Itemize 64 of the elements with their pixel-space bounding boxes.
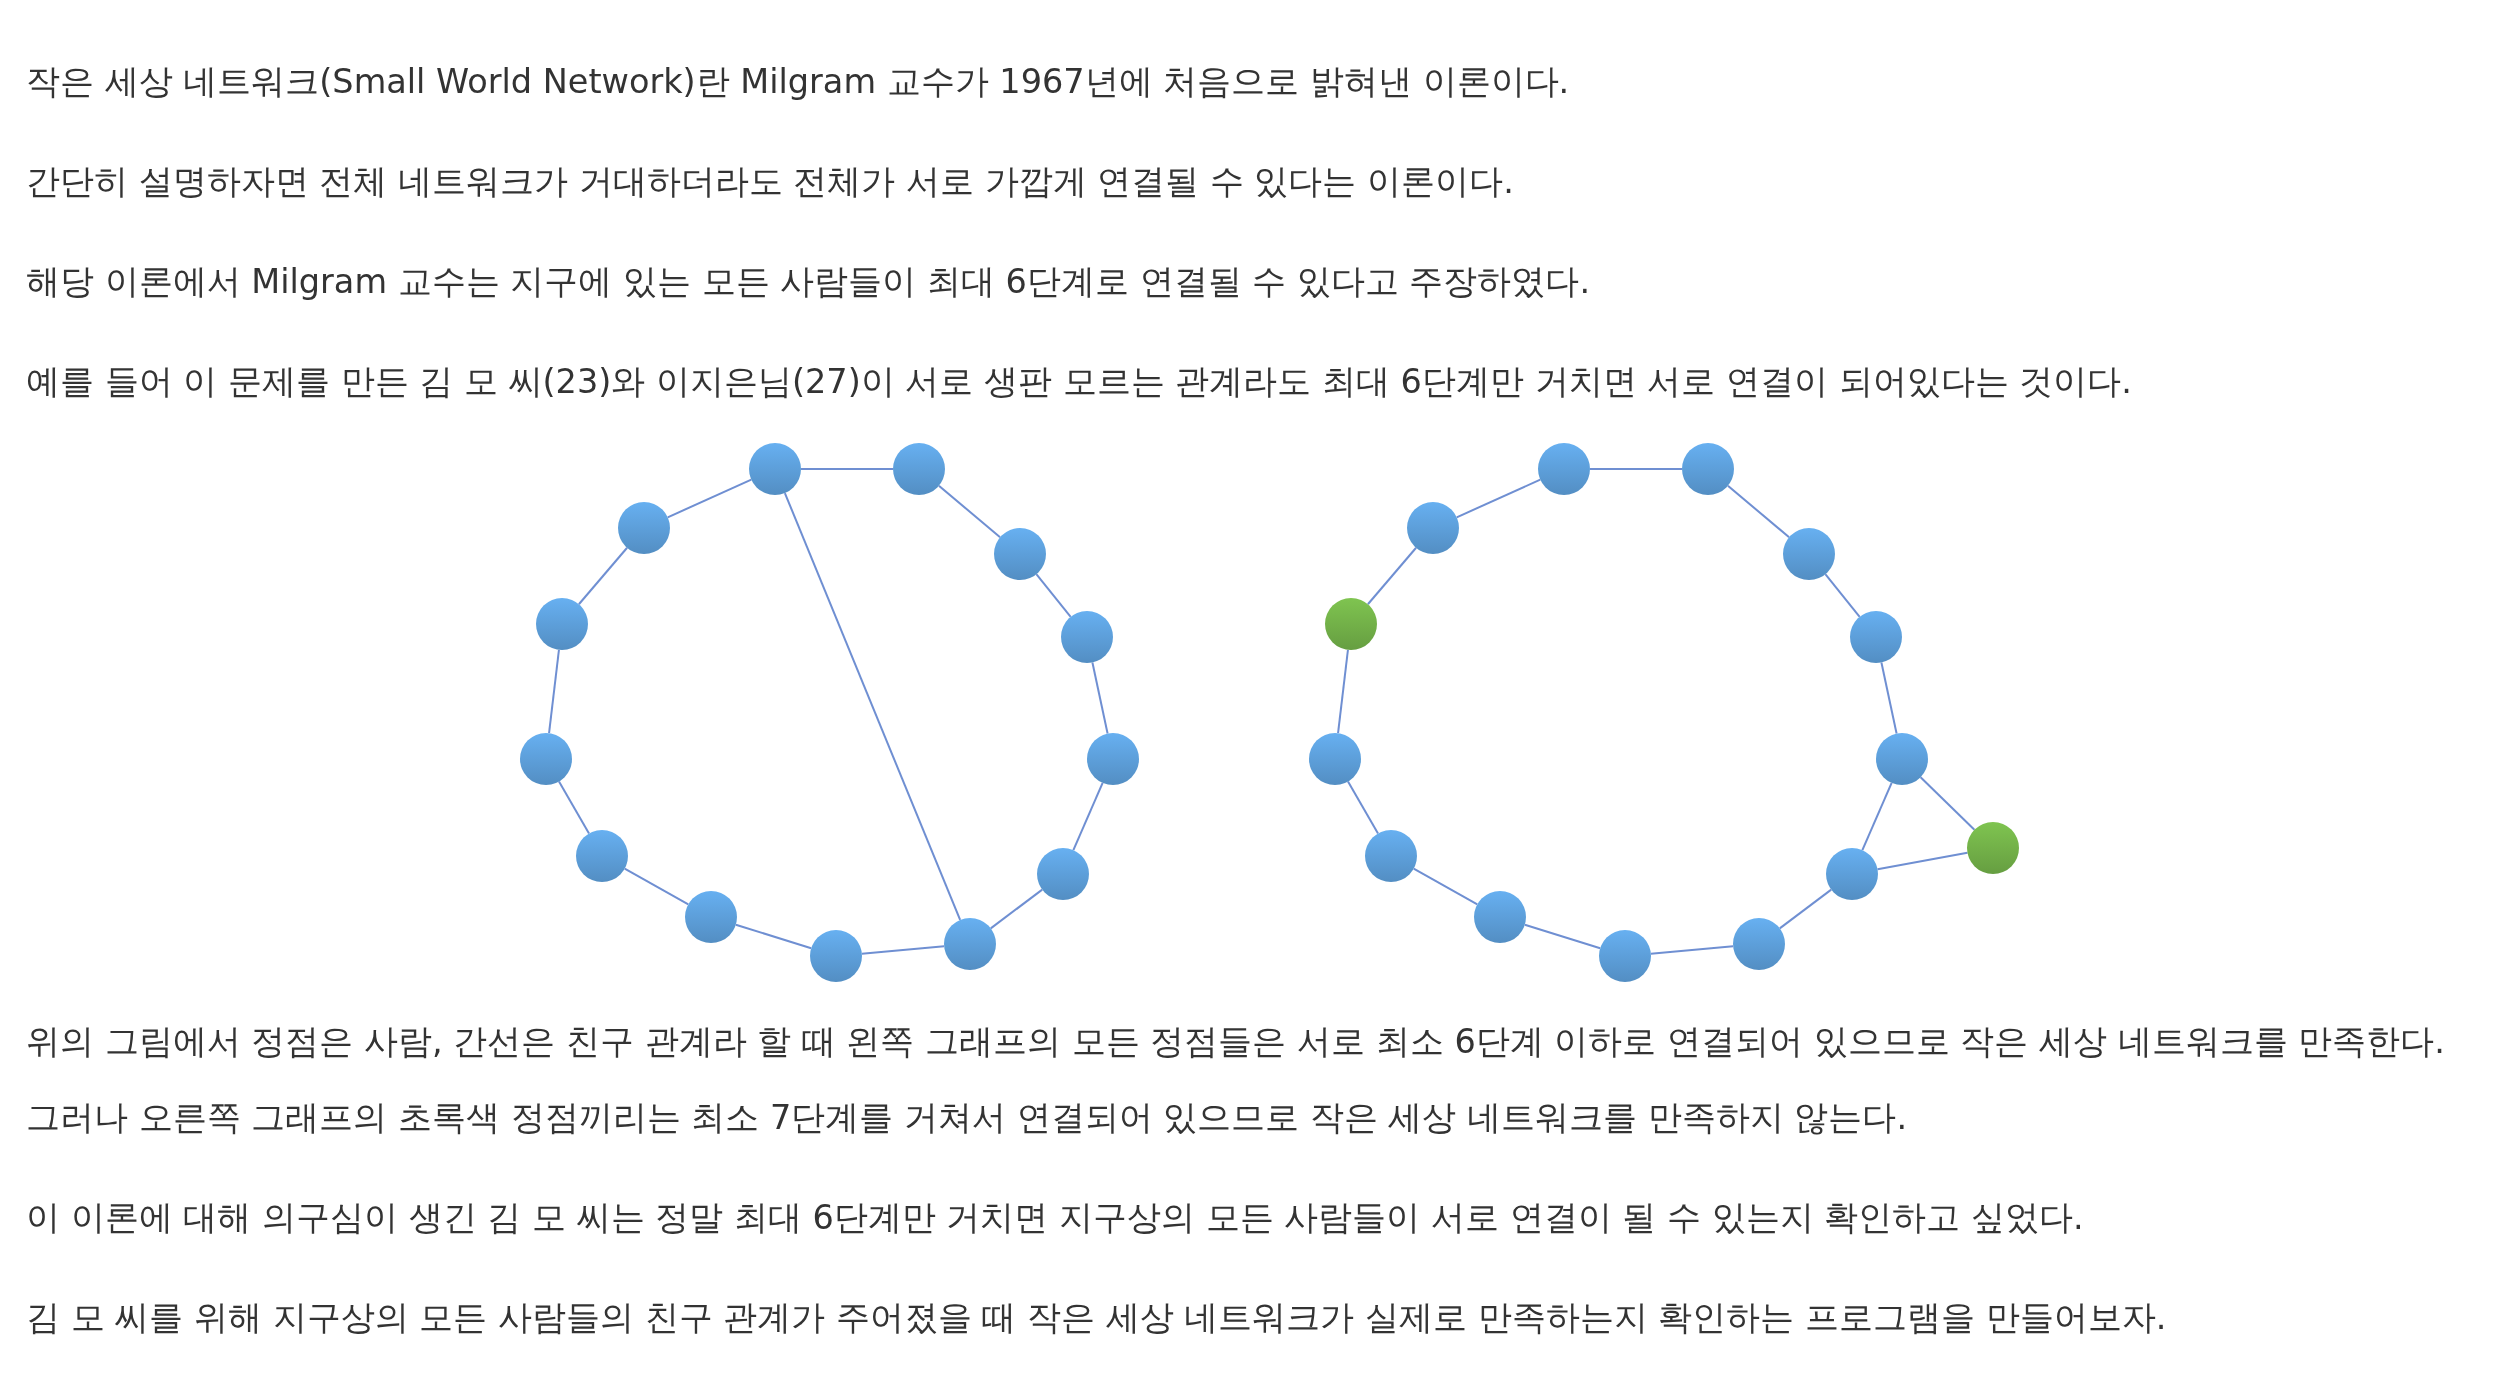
edge-line xyxy=(937,484,1002,539)
paragraph: 해당 이론에서 Milgram 교수는 지구에 있는 모든 사람들이 최대 6단계로 연결될 수 있다고 주장하였다. xyxy=(26,262,1591,303)
graph-vertex xyxy=(618,502,670,554)
graph-vertex xyxy=(749,443,801,495)
graph-vertex xyxy=(944,918,996,970)
graph-vertex xyxy=(893,443,945,495)
edge-line xyxy=(1649,945,1735,955)
paragraph: 간단히 설명하자면 전체 네트워크가 거대하더라도 전체가 서로 가깝게 연결될 수 있다는 이론이다. xyxy=(26,162,1514,203)
edge-line xyxy=(1366,546,1418,606)
paragraph: 예를 들어 이 문제를 만든 김 모 씨(23)와 이지은님(27)이 서로 생판 모르는 관계라도 최대 6단계만 거치면 서로 연결이 되어있다는 것이다. xyxy=(26,362,2132,403)
edge-line xyxy=(1412,867,1479,906)
graph-vertex xyxy=(1538,443,1590,495)
graph-vertex xyxy=(1967,822,2019,874)
edge-line xyxy=(1337,648,1349,735)
graph-vertex xyxy=(1309,733,1361,785)
edge-line xyxy=(1726,484,1791,539)
edge-line xyxy=(1072,781,1104,852)
paragraph: 그러나 오른쪽 그래프의 초록색 정점끼리는 최소 7단계를 거쳐서 연결되어 있으므로 작은 세상 네트워크를 만족하지 않는다. xyxy=(26,1098,1908,1139)
graph-vertex xyxy=(1682,443,1734,495)
graph-vertex xyxy=(536,598,588,650)
graph-vertex xyxy=(1826,848,1878,900)
graph-vertex xyxy=(1407,502,1459,554)
graph-vertex xyxy=(1474,891,1526,943)
edge-line xyxy=(1091,661,1109,735)
graph-vertex xyxy=(1087,733,1139,785)
graph-vertex xyxy=(576,830,628,882)
edge-line xyxy=(800,468,894,470)
edge-line xyxy=(1919,776,1976,831)
edge-line xyxy=(1778,888,1833,930)
edge-line xyxy=(1523,923,1602,950)
edge-line xyxy=(623,867,690,906)
paragraph: 이 이론에 대해 의구심이 생긴 김 모 씨는 정말 최대 6단계만 거치면 지구상의 모든 사람들이 서로 연결이 될 수 있는지 확인하고 싶었다. xyxy=(26,1198,2084,1239)
edge-line xyxy=(1876,851,1969,871)
edge-line xyxy=(783,492,962,921)
graph-vertex xyxy=(685,891,737,943)
graph-vertex xyxy=(1783,528,1835,580)
graph-vertex xyxy=(994,528,1046,580)
paragraph: 김 모 씨를 위해 지구상의 모든 사람들의 친구 관계가 주어졌을 때 작은 세상 네트워크가 실제로 만족하는지 확인하는 프로그램을 만들어보자. xyxy=(26,1298,2167,1339)
edge-line xyxy=(558,780,590,835)
graph-vertex xyxy=(810,930,862,982)
graph-vertex xyxy=(1733,918,1785,970)
edge-line xyxy=(1035,573,1072,618)
edge-line xyxy=(577,546,629,606)
edge-line xyxy=(1455,478,1542,519)
edge-line xyxy=(1861,781,1893,852)
edge-line xyxy=(989,888,1044,930)
edge-line xyxy=(1347,780,1379,835)
graph-vertex xyxy=(1850,611,1902,663)
paragraph: 위의 그림에서 정점은 사람, 간선은 친구 관계라 할 때 왼쪽 그래프의 모든 정점들은 서로 최소 6단계 이하로 연결되어 있으므로 작은 세상 네트워크를 만족한다. xyxy=(26,1022,2445,1063)
edge-line xyxy=(734,923,813,950)
paragraph: 작은 세상 네트워크(Small World Network)란 Milgram 교수가 1967년에 처음으로 밝혀낸 이론이다. xyxy=(26,62,1570,103)
graph-vertex xyxy=(520,733,572,785)
edge-line xyxy=(666,478,753,519)
graph-vertex xyxy=(1365,830,1417,882)
graph-vertex xyxy=(1325,598,1377,650)
graph-vertex xyxy=(1061,611,1113,663)
edge-line xyxy=(1824,573,1861,618)
graph-vertex xyxy=(1876,733,1928,785)
graph-vertex xyxy=(1037,848,1089,900)
edge-line xyxy=(860,945,946,955)
edge-line xyxy=(1589,468,1683,470)
graph-vertex xyxy=(1599,930,1651,982)
edge-line xyxy=(548,648,560,735)
edge-line xyxy=(1880,661,1898,735)
